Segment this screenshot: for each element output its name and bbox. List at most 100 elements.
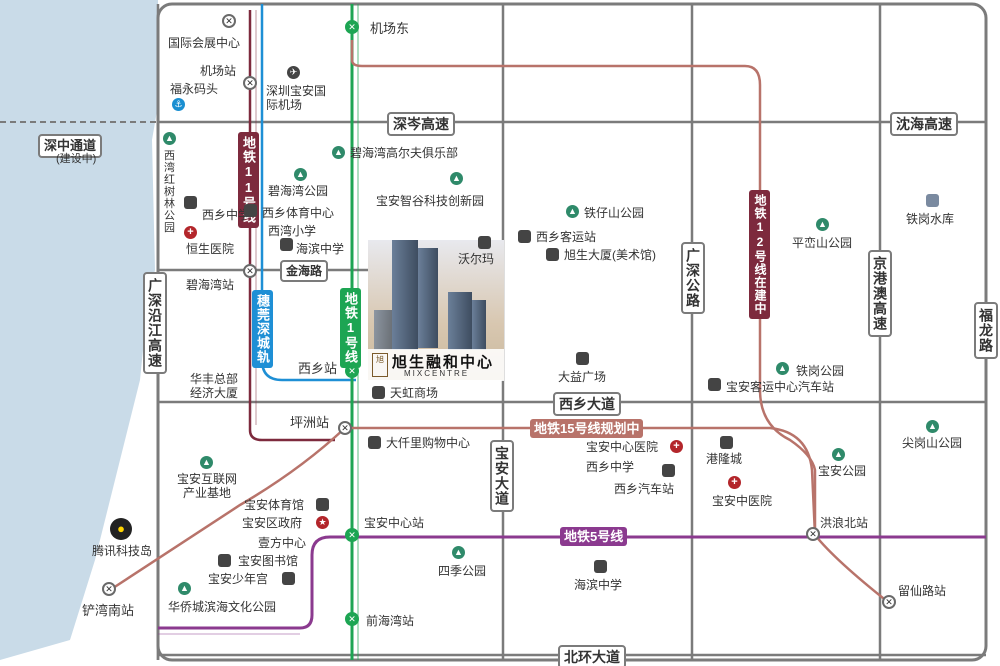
label-bihaiwan-park: 碧海湾公园	[268, 184, 329, 198]
park-icon: ▲	[816, 218, 829, 231]
label-hongl-north: 洪浪北站	[820, 516, 869, 530]
label-xixiang-bus: 西乡汽车站	[614, 482, 675, 496]
metro-tag-line5: 地铁5号线	[560, 527, 628, 546]
label-haibin-middle-n: 海滨中学	[296, 242, 345, 256]
label-jiangang: 尖岗山公园	[902, 436, 963, 450]
label-xixiang-middle2: 西乡中学	[586, 460, 635, 474]
park-icon: ▲	[776, 362, 789, 375]
project-logo: 旭	[372, 353, 388, 377]
label-jichang-east: 机场东	[370, 21, 410, 36]
label-internet: 宝安互联网产业基地	[176, 472, 237, 500]
building-icon	[546, 248, 559, 261]
school-icon	[280, 238, 293, 251]
metro-station-icon: ✕	[345, 20, 359, 34]
school-icon	[594, 560, 607, 573]
reclaimed-land	[70, 390, 158, 640]
label-walmart: 沃尔玛	[458, 252, 495, 266]
sea-area	[0, 0, 158, 660]
hospital-icon: +	[670, 440, 683, 453]
metro-tag-line12: 地铁12号线在建中	[749, 190, 770, 319]
gym-icon	[244, 204, 257, 217]
label-siji: 四季公园	[438, 564, 487, 578]
label-golf: 碧海湾高尔夫俱乐部	[350, 146, 459, 160]
metro-tag-line15: 地铁15号线规划中	[530, 419, 644, 438]
road-label-coast: 广深沿江高速	[143, 272, 167, 374]
road-label-shenzhong: 深中通道	[38, 134, 103, 158]
label-huafeng: 华丰总部经济大厦	[190, 372, 239, 400]
gym-icon	[316, 498, 329, 511]
label-chanwan: 铲湾南站	[82, 603, 135, 618]
metro-tag-line1: 地铁1号线	[340, 288, 361, 368]
metro-line5	[158, 535, 986, 630]
road-label-shencen: 深岑高速	[387, 112, 455, 136]
label-bihaiwan-station: 碧海湾站	[186, 278, 235, 292]
school-icon	[662, 464, 675, 477]
metro-station-icon: ✕	[243, 264, 257, 278]
label-baoan-tcm: 宝安中医院	[712, 494, 773, 508]
building-icon	[576, 352, 589, 365]
project-name-en: MIXCENTRE	[404, 369, 470, 378]
hospital-icon: +	[728, 476, 741, 489]
metro-line-chanwan	[109, 427, 346, 592]
airport-icon: ✈	[287, 66, 300, 79]
road-label-shenzhong-sub: (建设中)	[56, 153, 97, 165]
label-xixiang-middle: 西乡中学	[202, 208, 251, 222]
library-icon	[218, 554, 231, 567]
label-baoan-hospital: 宝安中心医院	[586, 440, 659, 454]
label-dayi: 大益广场	[558, 370, 607, 384]
label-baoan-park: 宝安公园	[818, 464, 867, 478]
label-fuyong-pier: 福永码头	[170, 82, 219, 96]
metro-line12	[350, 40, 889, 603]
bus-icon	[518, 230, 531, 243]
label-airport: 深圳宝安国际机场	[266, 84, 327, 112]
label-tiezaishan: 铁仔山公园	[584, 206, 645, 220]
metro-station-icon: ✕	[345, 364, 359, 378]
label-xusheng-tower: 旭生大厦(美术馆)	[564, 248, 656, 262]
label-xixiang-passenger: 西乡客运站	[536, 230, 597, 244]
label-xixiang-station: 西乡站	[298, 361, 338, 376]
label-haibin-middle: 海滨中学	[574, 578, 623, 592]
label-pingzhou: 坪洲站	[290, 415, 330, 430]
label-stadium: 宝安体育馆	[244, 498, 305, 512]
label-tianhong: 天虹商场	[390, 386, 439, 400]
road-label-jinhai: 金海路	[280, 260, 329, 282]
metro-station-icon: ✕	[806, 527, 820, 541]
metro-station-icon: ✕	[338, 421, 352, 435]
label-tiegang-reservoir: 铁岗水库	[906, 212, 955, 226]
park-icon: ▲	[926, 420, 939, 433]
label-youth: 宝安少年宫	[208, 572, 269, 586]
project-name: 旭生融和中心	[392, 354, 495, 371]
label-jichang-station: 机场站	[200, 64, 237, 78]
building-icon	[720, 436, 733, 449]
park-icon: ▲	[178, 582, 191, 595]
ferry-icon: ⚓	[172, 98, 185, 111]
park-icon: ▲	[452, 546, 465, 559]
label-expo: 国际会展中心	[168, 36, 241, 50]
road-label-shenhai: 沈海高速	[890, 112, 958, 136]
building-icon	[282, 572, 295, 585]
label-xixiang-primary: 西湾小学	[268, 224, 317, 238]
road-label-beihuan: 北环大道	[558, 645, 626, 666]
hospital-icon: +	[184, 226, 197, 239]
park-icon: ▲	[294, 168, 307, 181]
building-icon	[478, 236, 491, 249]
label-library: 宝安图书馆	[238, 554, 299, 568]
road-label-fulong: 福龙路	[974, 302, 998, 359]
park-icon: ▲	[163, 132, 176, 145]
tencent-qq-icon: ●	[110, 518, 132, 540]
park-icon: ▲	[332, 146, 345, 159]
metro-line11	[248, 10, 335, 442]
road-label-guangshen: 广深公路	[681, 242, 705, 314]
label-mangrove: 西湾红树林公园	[164, 150, 175, 234]
park-icon: ▲	[566, 205, 579, 218]
metro-line15	[345, 426, 817, 536]
label-gov: 宝安区政府	[242, 516, 303, 530]
metro-station-icon: ✕	[243, 76, 257, 90]
park-icon: ▲	[200, 456, 213, 469]
label-liuxian: 留仙路站	[898, 584, 947, 598]
government-icon: ★	[316, 516, 329, 529]
label-huaqiao: 华侨城滨海文化公园	[168, 600, 277, 614]
road-label-xixiang-ave: 西乡大道	[553, 392, 621, 416]
